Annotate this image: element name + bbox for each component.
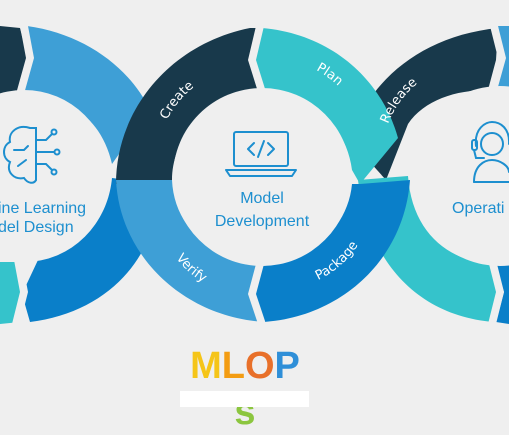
left-ring-segment-dark xyxy=(0,26,27,96)
segment-create xyxy=(116,28,262,184)
right-ring-segment-blue xyxy=(494,26,509,92)
logo-letter-o: O xyxy=(244,345,275,387)
segment-plan xyxy=(254,28,398,184)
left-ring-segment-blue xyxy=(24,26,150,164)
logo-letter-l: L xyxy=(221,345,245,387)
support-agent-icon xyxy=(471,120,509,183)
segment-verify xyxy=(116,180,266,322)
logo-underline-bar xyxy=(180,391,309,407)
right-ring-segment-deep xyxy=(494,262,509,324)
right-ring xyxy=(350,26,509,324)
segment-package xyxy=(252,180,410,322)
mlops-logo: MLOPs xyxy=(180,343,310,433)
right-center-line1: Operati xyxy=(452,200,504,217)
left-center-line1: ine Learning xyxy=(0,200,86,217)
mlops-diagram: Create Plan Release Verify Package ine L… xyxy=(0,26,509,324)
brain-circuit-icon xyxy=(3,126,61,184)
logo-letter-m: M xyxy=(190,345,222,387)
left-center-line2: del Design xyxy=(0,219,74,236)
middle-center-line1: Model xyxy=(240,190,284,207)
right-ring-center xyxy=(410,86,509,266)
left-ring-center xyxy=(0,90,110,262)
laptop-code-icon xyxy=(225,131,297,177)
middle-center-line2: Development xyxy=(215,213,310,230)
logo-letter-p: P xyxy=(274,345,300,387)
segment-gaps xyxy=(12,26,506,324)
